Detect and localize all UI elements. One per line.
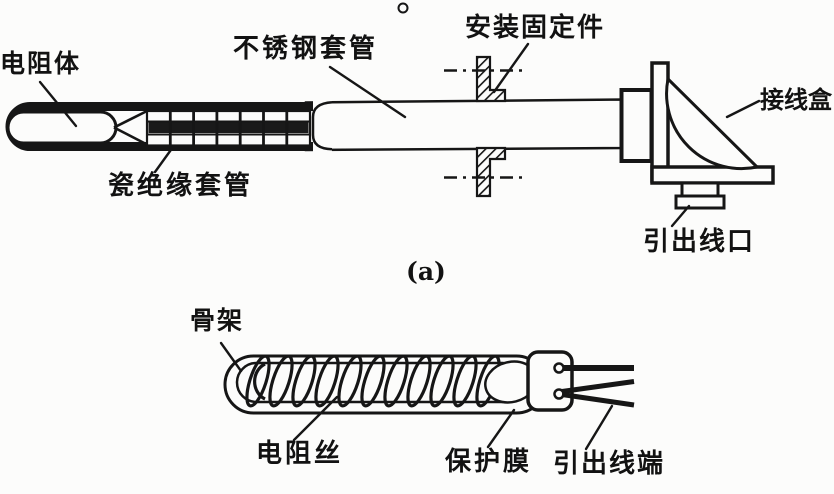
diagram-b-art [219, 341, 635, 451]
lead-wires-shape [561, 365, 635, 408]
stainless-sleeve-label: 不锈钢套管 [233, 34, 379, 64]
junction-box-shape [650, 61, 775, 185]
leader-ceramic-sleeve [153, 145, 175, 174]
ceramic-insulation-sleeve-shape [145, 109, 312, 147]
junction-box-label: 接线盒 [760, 86, 832, 114]
collar-shape [619, 88, 654, 163]
leader-lead-outlet [670, 204, 691, 228]
leader-junction-box [725, 99, 761, 119]
leader-skeleton [219, 341, 243, 373]
skeleton-label: 骨架 [190, 306, 245, 335]
leader-resistance-wire [292, 395, 339, 442]
diagram-a-art [5, 2, 775, 228]
resistor-body-label: 电阻体 [0, 49, 82, 78]
leader-mounting-fixture [492, 42, 530, 94]
leader-lead-ends [584, 404, 614, 451]
terminal-top [553, 362, 565, 374]
ceramic-sleeve-label: 瓷绝缘套管 [108, 171, 254, 201]
leader-lines-a [38, 42, 761, 228]
resistor-body-shape [6, 109, 148, 146]
leader-lines-b [219, 341, 614, 451]
leader-resistor-body [38, 80, 78, 128]
small-circle-mark [397, 2, 409, 14]
sleeve-end-cap-shape [311, 97, 333, 155]
protective-film-label: 保护膜 [445, 447, 533, 477]
stainless-tube-shape [304, 98, 625, 152]
mounting-fixture-label: 安装固定件 [465, 13, 606, 43]
lead-ends-label: 引出线端 [553, 449, 666, 479]
lead-outlet-label: 引出线口 [643, 227, 756, 257]
leader-protective-film [486, 408, 516, 449]
resistance-wire-coil [245, 354, 501, 408]
leader-stainless-sleeve [328, 65, 407, 119]
lead-outlet-shape [674, 181, 726, 210]
resistance-wire-label: 电阻丝 [256, 439, 344, 469]
end-cap-shape [526, 350, 574, 412]
figure-a-label: (a) [406, 257, 446, 286]
